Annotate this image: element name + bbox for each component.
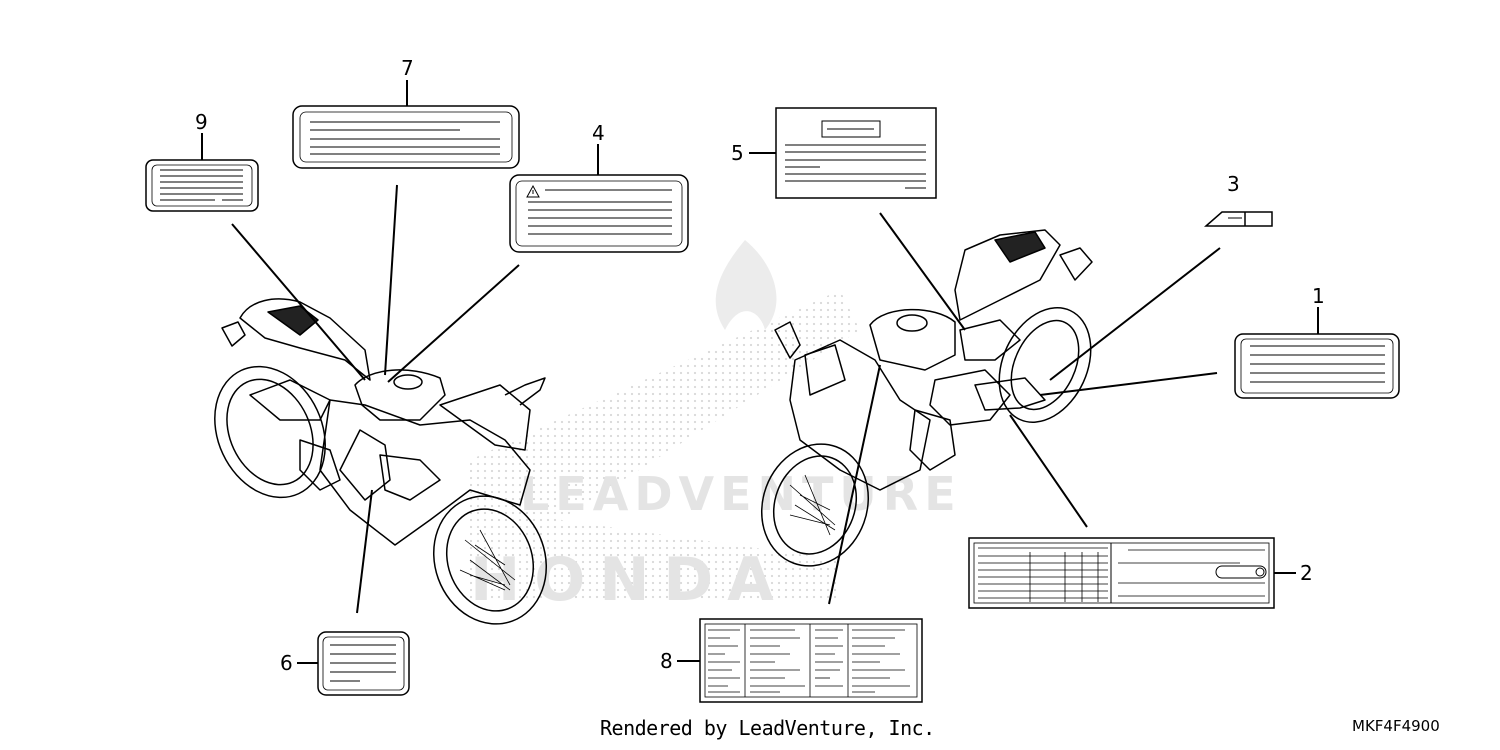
rear-wheel-right xyxy=(998,307,1092,423)
leader-3-pointer xyxy=(1049,247,1221,381)
leader-4-pointer xyxy=(387,264,520,383)
motorcycle-left-view xyxy=(214,298,548,625)
rendered-by-credit: Rendered by LeadVenture, Inc. xyxy=(600,716,935,740)
fuel-tank-left xyxy=(354,369,446,421)
callout-5: 5 xyxy=(731,141,744,165)
label-1 xyxy=(1234,333,1400,399)
front-wheel-left xyxy=(432,495,548,625)
callout-2: 2 xyxy=(1300,561,1313,585)
watermark: LEADVENTURE HONDA xyxy=(470,240,962,615)
label-9 xyxy=(145,159,259,212)
leader-9-pointer xyxy=(231,223,366,381)
leader-2-pointer xyxy=(1009,414,1088,528)
callout-numbers: 9 7 4 5 3 1 2 8 6 xyxy=(195,56,1325,675)
warning-triangle-icon xyxy=(526,184,540,198)
watermark-wing-dots xyxy=(470,290,860,600)
fuel-tank-right xyxy=(869,308,956,371)
callout-7: 7 xyxy=(401,56,414,80)
watermark-lower-text: HONDA xyxy=(470,545,788,615)
leader-1-pointer xyxy=(1039,372,1218,396)
leader-5-pointer xyxy=(879,212,966,331)
label-2 xyxy=(968,537,1275,609)
tail-section-left xyxy=(239,298,371,381)
callout-3: 3 xyxy=(1227,172,1240,196)
leader-lines xyxy=(201,80,1319,664)
label-5 xyxy=(775,107,937,199)
callout-8: 8 xyxy=(660,649,673,673)
label-4 xyxy=(509,174,689,253)
wrench-icon xyxy=(1215,565,1267,579)
fairing-left xyxy=(319,399,531,546)
motorcycle-right-view xyxy=(760,229,1093,567)
watermark-flame-icon xyxy=(715,240,777,330)
callout-4: 4 xyxy=(592,121,605,145)
diagram-code: MKF4F4900 xyxy=(1352,717,1440,735)
front-wheel-right xyxy=(760,443,870,567)
label-6 xyxy=(317,631,410,696)
leader-7-pointer xyxy=(384,184,398,376)
leader-6-pointer xyxy=(356,489,373,614)
fairing-right xyxy=(789,339,931,491)
leader-8-pointer xyxy=(828,364,881,605)
label-8 xyxy=(699,618,923,703)
callout-1: 1 xyxy=(1312,284,1325,308)
rear-wheel-left xyxy=(214,365,326,499)
label-7 xyxy=(292,105,520,169)
callout-6: 6 xyxy=(280,651,293,675)
watermark-upper-text: LEADVENTURE xyxy=(520,467,962,521)
tail-section-right xyxy=(954,229,1061,321)
callout-9: 9 xyxy=(195,110,208,134)
label-3 xyxy=(1204,211,1273,227)
